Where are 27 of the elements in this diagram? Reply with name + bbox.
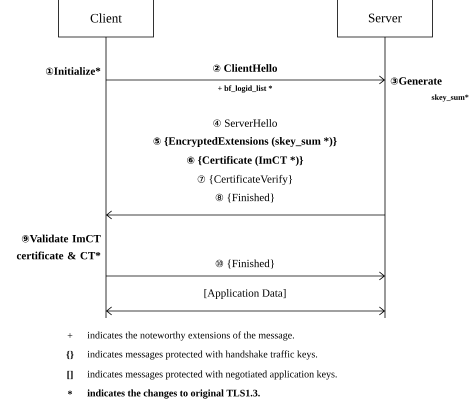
step-label: ⑨Validate ImCT certificate & CT* <box>16 234 101 260</box>
legend-symbol: + <box>68 333 72 338</box>
note-text: indicates messages protected with handshake traffic keys. <box>87 350 318 360</box>
message-arrow <box>106 210 386 220</box>
note-text: indicates the changes to original TLS1.3. <box>87 389 260 399</box>
edge-label: [Application Data] <box>204 289 286 299</box>
note-text: indicates the noteworthy extensions of the message. <box>87 331 294 341</box>
message-arrow <box>106 272 385 280</box>
legend-symbol: [] <box>67 370 73 380</box>
step-label: ⑤ {EncryptedExtensions (skey_sum *)} <box>153 137 337 147</box>
step-label: skey_sum* <box>432 94 468 102</box>
step-label: ⑦ {CertificateVerify} <box>198 174 292 186</box>
step-label: ⑥ {Certificate (ImCT *)} <box>187 156 304 166</box>
note-text: indicates messages protected with negotiated application keys. <box>87 370 337 380</box>
step-label: ①Initialize* <box>46 67 100 75</box>
participant-box: Server <box>337 0 433 38</box>
step-label: + bf_logid_list * <box>218 85 272 93</box>
message-arrow <box>106 76 385 84</box>
edge-label: ⑩ {Finished} <box>216 259 274 269</box>
edge-label: ② ClientHello <box>213 64 278 72</box>
step-label: ③Generate <box>390 77 442 85</box>
step-label: ⑧ {Finished} <box>216 193 274 203</box>
legend-symbol: {} <box>66 350 74 360</box>
message-arrow <box>106 306 385 316</box>
legend-symbol: * <box>68 390 72 394</box>
step-label: ④ ServerHello <box>213 119 277 127</box>
participant-box: Client <box>58 0 154 38</box>
